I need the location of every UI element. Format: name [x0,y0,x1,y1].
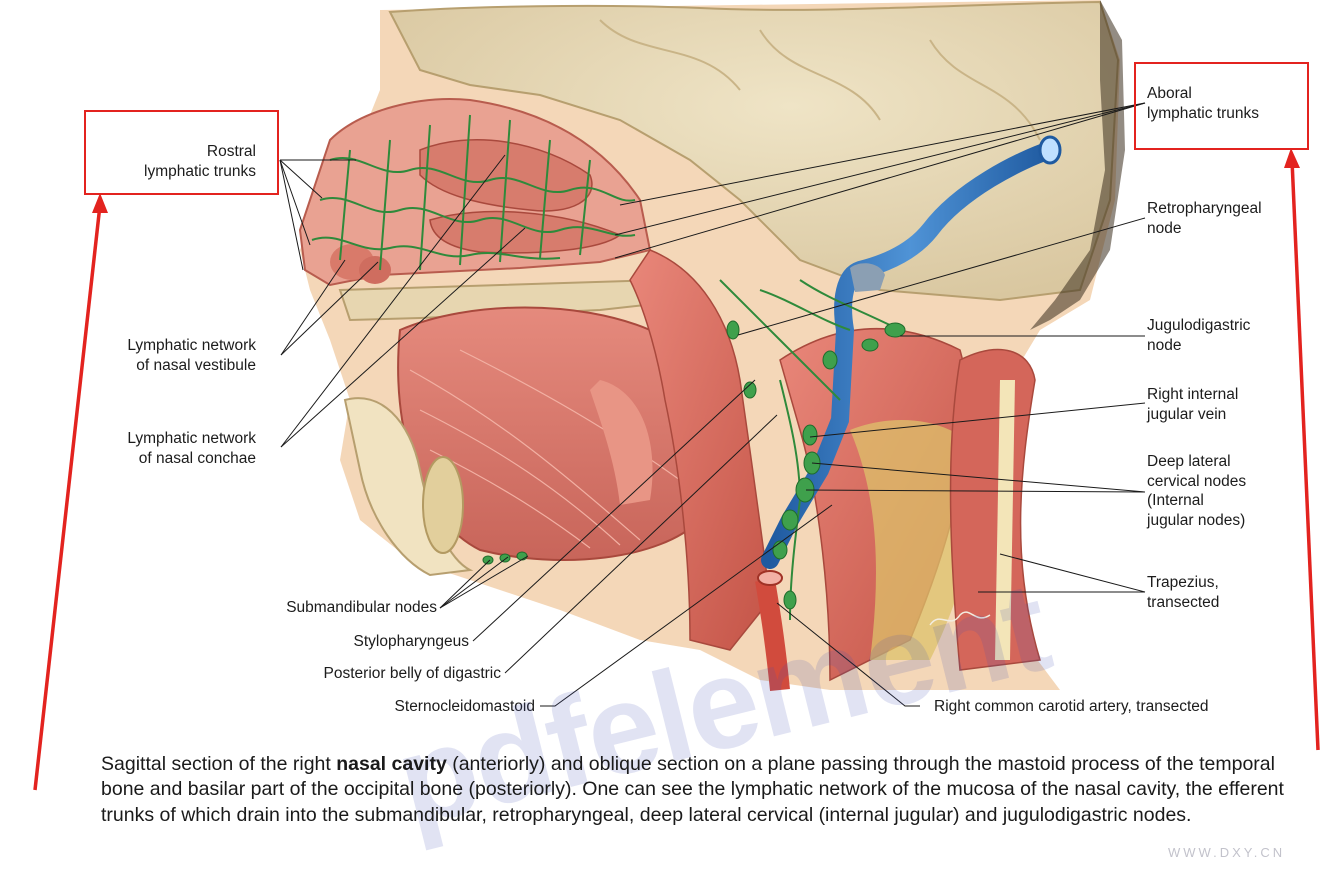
label-rostral-lymphatic-trunks: Rostral lymphatic trunks [144,143,256,180]
label-sternocleidomastoid: Sternocleidomastoid [394,698,535,715]
label-submandibular-nodes: Submandibular nodes [286,599,437,616]
label-nasal-vestibule-network: Lymphatic network of nasal vestibule [127,337,256,374]
rostral-highlight-box [84,110,279,195]
site-corner-mark: WWW.DXY.CN [1168,845,1286,860]
aboral-highlight-box [1134,62,1309,150]
figure-caption: Sagittal section of the right nasal cavi… [101,753,1284,826]
label-posterior-belly-digastric: Posterior belly of digastric [323,665,501,682]
label-internal-jugular-vein: Right internal jugular vein [1147,386,1239,423]
neck-muscles [629,249,1041,682]
label-aboral-lymphatic-trunks: Aboral lymphatic trunks [1147,85,1259,122]
label-nasal-conchae-network: Lymphatic network of nasal conchae [127,430,256,467]
label-deep-lateral-cervical-nodes: Deep lateral cervical nodes (Internal ju… [1147,453,1247,529]
label-right-common-carotid-artery: Right common carotid artery, transected [934,698,1209,715]
label-trapezius: Trapezius, transected [1147,574,1220,611]
leader-lines [279,102,1146,707]
artist-signature [929,611,991,626]
lymphatic-network [311,114,901,621]
oral-region [338,278,709,577]
label-jugulodigastric-node: Jugulodigastric node [1147,317,1251,354]
caption-bold-term: nasal cavity [336,753,447,775]
label-retropharyngeal-node: Retropharyngeal node [1147,200,1262,237]
blood-vessels [755,135,1062,691]
red-arrows [33,148,1320,791]
label-stylopharyngeus: Stylopharyngeus [353,633,469,650]
